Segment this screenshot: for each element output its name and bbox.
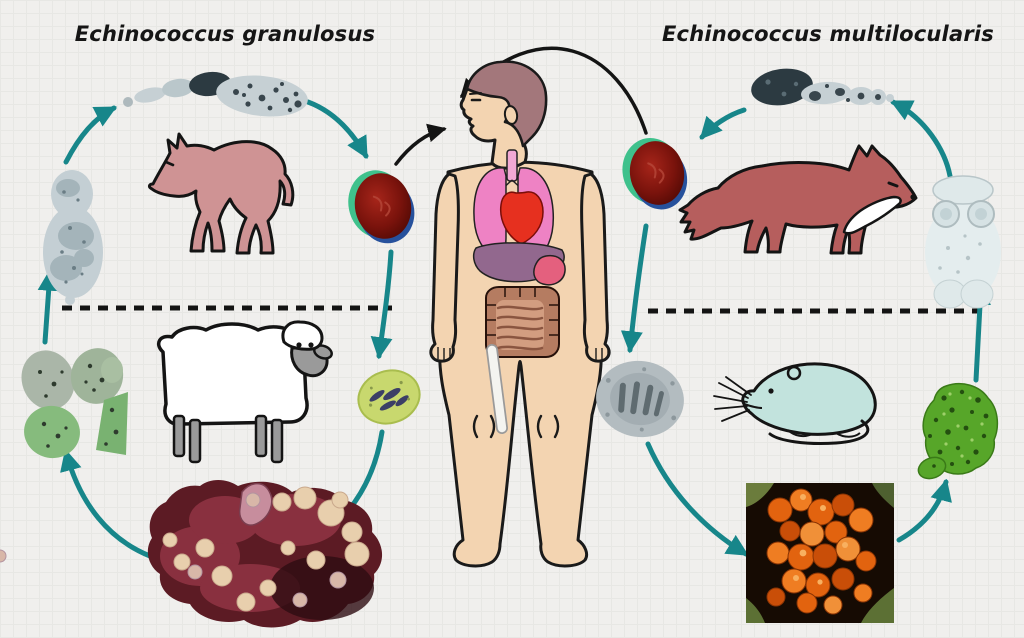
- arrow-lesion-to-metacestode: [896, 478, 952, 543]
- adult-tapeworm-granulosus: [123, 71, 308, 117]
- protoscolices-cluster: [21, 348, 128, 459]
- heart: [499, 191, 544, 245]
- human-left-arm: [429, 172, 460, 363]
- human-right-arm: [580, 172, 611, 363]
- host-separator-lines: [62, 305, 986, 314]
- adult-tapeworm-multilocularis: [751, 68, 894, 106]
- arrow-left-egg-to-mouth: [394, 123, 447, 166]
- femur-bone: [486, 344, 508, 434]
- fox: [678, 144, 918, 255]
- right-cycle-arrows: [620, 99, 991, 557]
- embryonated-egg: [357, 369, 421, 425]
- hydatid-cyst-organ: [0, 480, 383, 628]
- arrow-taeniid-egg-to-lesion: [645, 441, 749, 557]
- metacestode-tissue: [917, 382, 999, 480]
- arrow-protoscolex-to-worm: [890, 99, 953, 179]
- arrow-egg-to-embryonated-egg: [370, 249, 394, 360]
- protoscolex-granulosus: [43, 170, 103, 305]
- human-eyebrow: [469, 92, 482, 95]
- left-cycle-arrows: [37, 99, 394, 559]
- protoscolex-multilocularis: [925, 175, 1001, 309]
- sheep: [156, 320, 333, 464]
- title-echinococcus-granulosus: Echinococcus granulosus: [74, 22, 376, 46]
- stomach: [533, 254, 566, 286]
- taeniid-egg: [596, 360, 684, 438]
- parasite-egg-left: [348, 170, 415, 244]
- rodent: [713, 362, 877, 445]
- arrow-cyst-to-cluster: [60, 448, 153, 559]
- alveolar-lesion: [746, 483, 894, 623]
- human-organs: [472, 149, 566, 439]
- human-ear: [503, 105, 519, 125]
- human-hair: [465, 60, 548, 148]
- intestines: [485, 286, 560, 358]
- dog: [148, 132, 295, 255]
- human-figure: [429, 60, 611, 568]
- arrow-egg-to-taeniid-egg: [620, 223, 649, 354]
- arrow-protoscolex-to-worm: [63, 105, 117, 165]
- arrow-worm-to-egg: [699, 107, 747, 140]
- title-echinococcus-multilocularis: Echinococcus multilocularis: [662, 22, 994, 46]
- knee-marks: [472, 414, 560, 439]
- arrow-worm-to-egg: [305, 99, 369, 159]
- arrow-cluster-to-protoscolex: [37, 268, 60, 345]
- parasite-egg-right: [622, 138, 688, 210]
